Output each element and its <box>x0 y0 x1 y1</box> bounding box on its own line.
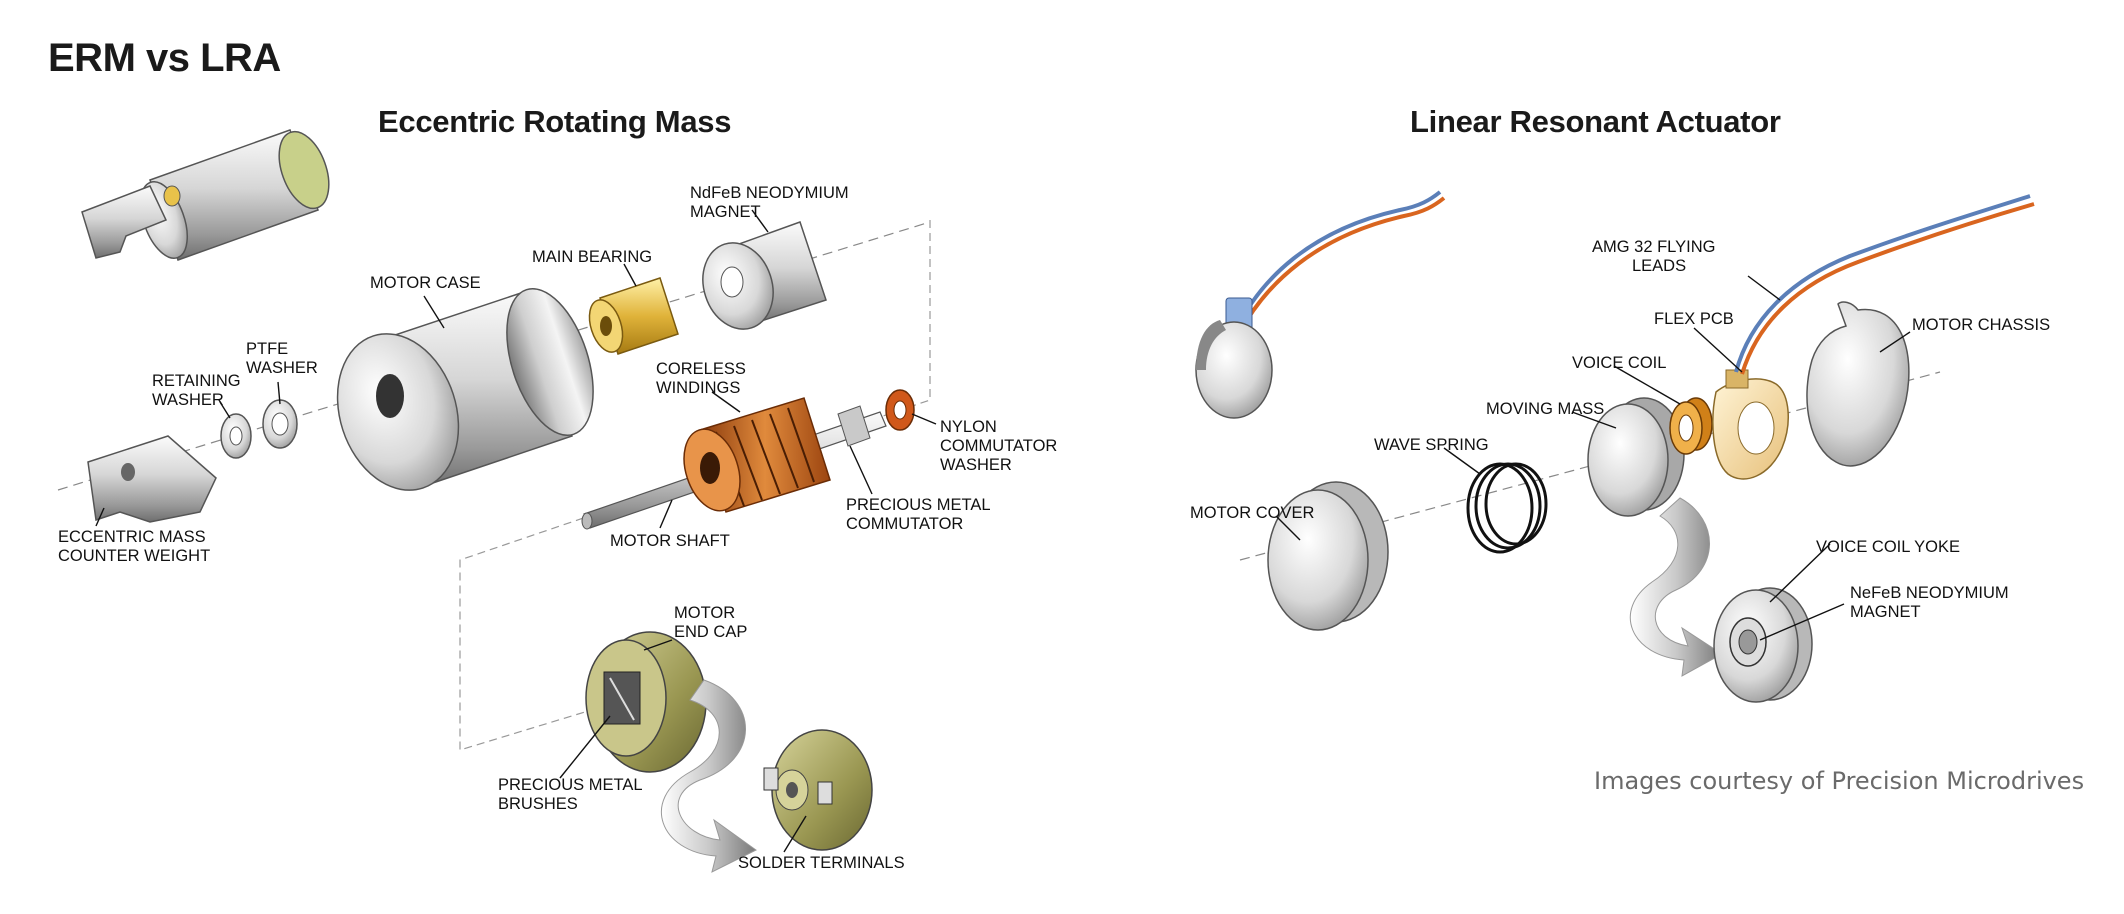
label-precious-brushes: PRECIOUS METAL <box>498 776 643 794</box>
label-eccentric-mass: ECCENTRIC MASS <box>58 528 206 546</box>
label-flex-pcb: FLEX PCB <box>1654 310 1734 328</box>
erm-section-title: Eccentric Rotating Mass <box>378 104 732 139</box>
image-credit: Images courtesy of Precision Microdrives <box>1594 767 2085 795</box>
label-wave-spring: WAVE SPRING <box>1374 436 1489 454</box>
label-precious-commutator: PRECIOUS METAL <box>846 496 991 514</box>
label-nefeb-magnet: NeFeB NEODYMIUM <box>1850 584 2009 602</box>
label-nefeb-magnet-line2: MAGNET <box>1850 603 1921 621</box>
motor-end-cap-part <box>585 631 707 773</box>
erm-leader-lines <box>95 209 937 853</box>
label-motor-case: MOTOR CASE <box>370 274 481 292</box>
precious-metal-commutator-part <box>837 405 871 447</box>
label-retaining-washer-line2: WASHER <box>152 391 224 409</box>
assembled-erm-motor <box>81 129 330 261</box>
erm-neodymium-magnet-part <box>702 221 827 330</box>
ptfe-washer-part <box>262 399 298 449</box>
label-motor-end-cap: MOTOR <box>674 604 735 622</box>
flex-pcb-part <box>1712 369 1789 480</box>
retaining-washer-part <box>220 413 252 459</box>
voice-coil-part <box>1669 397 1713 455</box>
label-precious-brushes-line2: BRUSHES <box>498 795 578 813</box>
label-neodymium-magnet-line2: MAGNET <box>690 203 761 221</box>
label-motor-chassis: MOTOR CHASSIS <box>1912 316 2050 334</box>
label-eccentric-mass-line2: COUNTER WEIGHT <box>58 547 210 565</box>
motor-case-part <box>336 288 594 491</box>
label-neodymium-magnet: NdFeB NEODYMIUM <box>690 184 849 202</box>
voice-coil-yoke-part <box>1713 587 1813 703</box>
lra-leader-lines <box>1275 275 1911 641</box>
label-ptfe-washer: PTFE <box>246 340 288 358</box>
label-nylon-washer-line2: COMMUTATOR <box>940 437 1057 455</box>
label-coreless-windings: CORELESS <box>656 360 746 378</box>
flying-leads-part <box>1734 194 2035 375</box>
label-solder-terminals: SOLDER TERMINALS <box>738 854 905 872</box>
label-voice-coil: VOICE COIL <box>1572 354 1666 372</box>
label-motor-shaft: MOTOR SHAFT <box>610 532 730 550</box>
label-flying-leads: AMG 32 FLYING <box>1592 238 1715 256</box>
moving-mass-part <box>1587 397 1685 517</box>
label-precious-commutator-line2: COMMUTATOR <box>846 515 963 533</box>
assembled-lra-motor <box>1195 190 1446 419</box>
motor-chassis-part <box>1806 301 1910 467</box>
label-voice-coil-yoke: VOICE COIL YOKE <box>1816 538 1960 556</box>
label-retaining-washer: RETAINING <box>152 372 241 390</box>
label-coreless-windings-line2: WINDINGS <box>656 379 740 397</box>
main-bearing-part <box>588 277 679 355</box>
label-motor-end-cap-line2: END CAP <box>674 623 747 641</box>
wave-spring-part <box>1466 462 1548 554</box>
label-flying-leads-line2: LEADS <box>1632 257 1686 275</box>
label-ptfe-washer-line2: WASHER <box>246 359 318 377</box>
erm-endcap-guide-frame <box>459 220 931 751</box>
coreless-windings-part <box>683 397 831 513</box>
erm-rotation-arrow <box>661 679 757 873</box>
label-nylon-washer: NYLON <box>940 418 997 436</box>
label-motor-cover: MOTOR COVER <box>1190 504 1314 522</box>
page-title: ERM vs LRA <box>48 36 281 80</box>
lra-section-title: Linear Resonant Actuator <box>1410 104 1781 139</box>
motor-cover-part <box>1267 481 1389 631</box>
label-main-bearing: MAIN BEARING <box>532 248 652 266</box>
label-moving-mass: MOVING MASS <box>1486 400 1604 418</box>
label-nylon-washer-line3: WASHER <box>940 456 1012 474</box>
lra-rotation-arrow <box>1629 497 1723 677</box>
eccentric-mass-part <box>87 435 217 523</box>
solder-terminals-part <box>763 729 873 851</box>
nylon-commutator-washer-part <box>885 389 915 431</box>
